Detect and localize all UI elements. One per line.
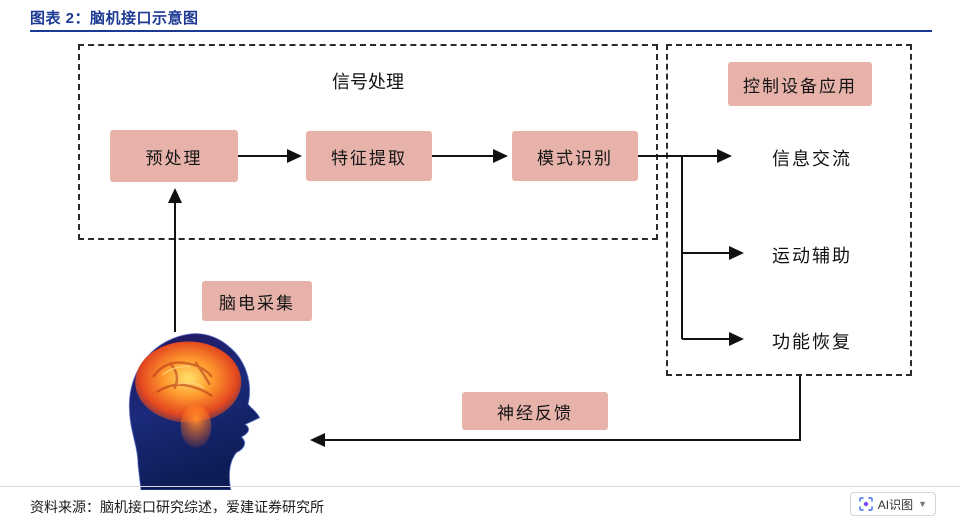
node-eeg-collection-label: 脑电采集 — [219, 293, 295, 313]
application-motor-assist: 运动辅助 — [772, 246, 852, 266]
title-underline — [30, 30, 932, 32]
signal-processing-group — [78, 44, 658, 240]
ai-button-label: AI识图 — [877, 497, 914, 512]
node-pattern-recognition: 模式识别 — [512, 131, 638, 181]
ai-recognize-button[interactable]: AI识图 ▼ — [849, 492, 936, 516]
node-pattern-recognition-label: 模式识别 — [537, 148, 613, 168]
node-control-device-label: 控制设备应用 — [743, 76, 857, 96]
figure-title: 图表 2：脑机接口示意图 — [30, 10, 199, 27]
signal-processing-label: 信号处理 — [332, 72, 404, 92]
control-application-group — [666, 44, 912, 376]
node-preprocess: 预处理 — [110, 130, 238, 182]
node-neural-feedback: 神经反馈 — [462, 392, 608, 430]
node-neural-feedback-label: 神经反馈 — [497, 403, 573, 423]
node-preprocess-label: 预处理 — [145, 148, 203, 168]
application-info-exchange: 信息交流 — [772, 149, 852, 169]
node-control-device: 控制设备应用 — [728, 62, 872, 106]
source-note: 资料来源：脑机接口研究综述，爱建证券研究所 — [30, 499, 324, 515]
chevron-down-icon: ▼ — [918, 498, 927, 509]
node-eeg-collection: 脑电采集 — [202, 281, 312, 321]
brain-head-image — [92, 328, 298, 491]
ai-scan-icon — [859, 497, 873, 511]
head-profile-illustration — [128, 333, 261, 491]
node-feature-extraction: 特征提取 — [306, 131, 432, 181]
footer-divider — [0, 486, 960, 487]
application-function-recovery: 功能恢复 — [772, 332, 852, 352]
node-feature-extraction-label: 特征提取 — [331, 148, 407, 168]
